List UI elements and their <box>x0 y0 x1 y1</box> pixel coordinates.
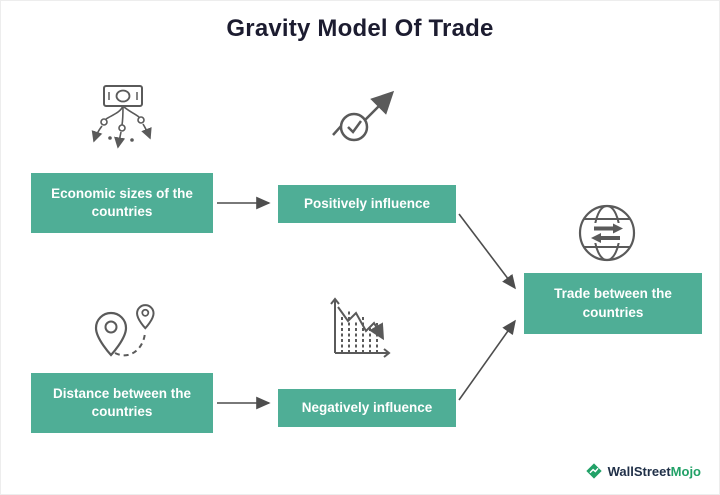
global-trade-exchange-icon <box>572 198 642 268</box>
wallstreetmojo-logo: WallStreetMojo <box>585 462 701 480</box>
wallstreetmojo-icon <box>585 462 603 480</box>
money-distribution-icon <box>84 81 162 166</box>
node-trade-between: Trade between the countries <box>524 273 702 334</box>
diagram-title: Gravity Model Of Trade <box>226 15 494 42</box>
node-negatively-influence: Negatively influence <box>278 389 456 427</box>
distance-map-pins-icon <box>85 291 161 367</box>
logo-text-green: Mojo <box>670 463 701 479</box>
node-distance-between: Distance between the countries <box>31 373 213 433</box>
node-economic-sizes: Economic sizes of the countries <box>31 173 213 233</box>
declining-chart-icon <box>325 293 395 363</box>
logo-text-dark: WallStreet <box>607 463 671 479</box>
node-positively-influence: Positively influence <box>278 185 456 223</box>
logo-text: WallStreetMojo <box>608 464 701 479</box>
growth-chart-check-icon <box>327 85 405 145</box>
